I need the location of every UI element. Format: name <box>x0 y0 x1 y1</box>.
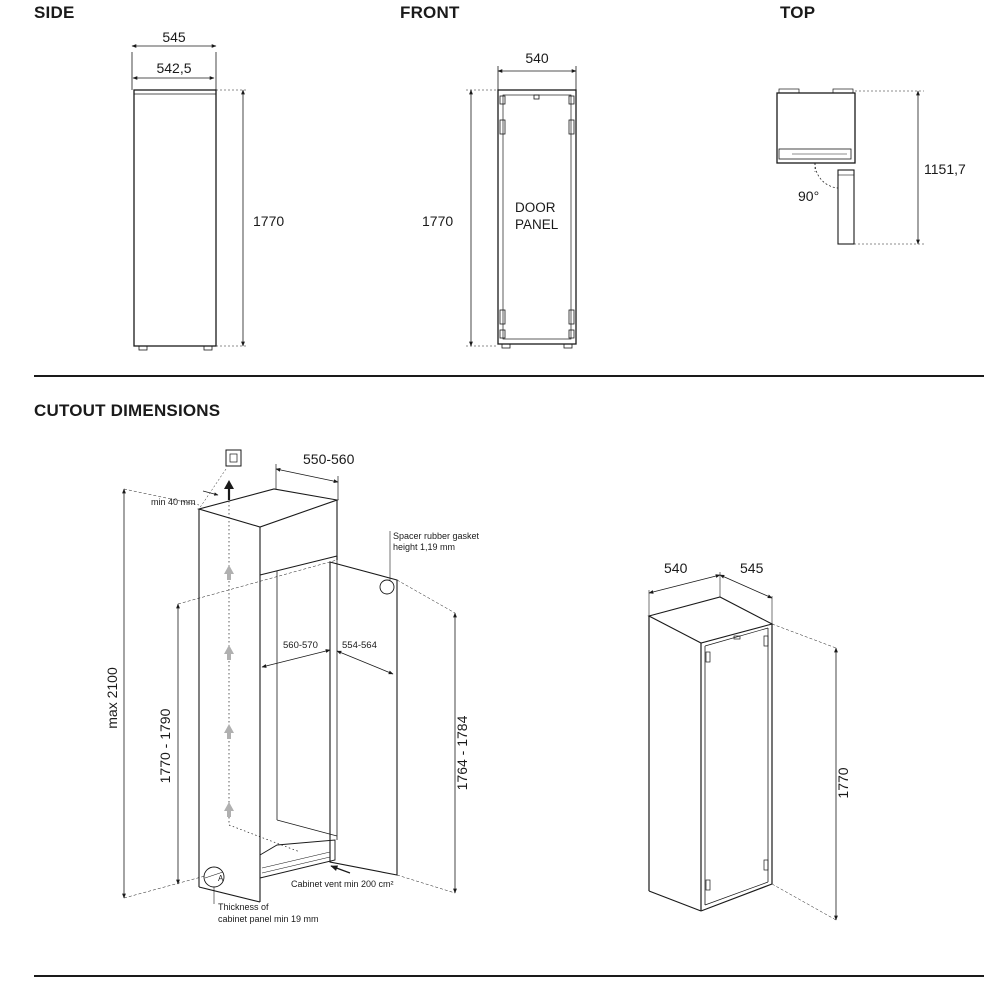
inner-width-label: 560-570 <box>283 640 318 651</box>
top-angle-label: 90° <box>798 188 819 204</box>
appliance-height-label: 1770 <box>835 767 851 798</box>
door-height-label: 1764 - 1784 <box>454 715 470 790</box>
ventilation-arrows <box>224 565 234 817</box>
niche-depth-label: 550-560 <box>303 451 355 467</box>
front-height-label: 1770 <box>422 213 453 229</box>
door-panel-label-line1: DOOR <box>515 200 556 215</box>
max-height-label: max 2100 <box>104 667 120 729</box>
inner-depth-label: 554-564 <box>342 640 377 651</box>
side-view <box>131 44 248 351</box>
outlet-arrow-up <box>224 480 234 500</box>
front-width-label: 540 <box>525 50 549 66</box>
front-view <box>466 66 577 349</box>
top-view <box>776 88 924 245</box>
cutout-niche <box>122 449 457 904</box>
appliance-width-label: 540 <box>664 560 688 576</box>
detail-a-marker: A <box>218 874 224 883</box>
appliance-iso <box>647 572 838 921</box>
front-header: FRONT <box>400 3 460 22</box>
gasket-label-line1: Spacer rubber gasket <box>393 531 480 541</box>
section-divider-bottom <box>34 975 984 977</box>
top-header: TOP <box>780 3 816 22</box>
side-height-label: 1770 <box>253 213 284 229</box>
thickness-label-line1: Thickness of <box>218 902 269 912</box>
cutout-header: CUTOUT DIMENSIONS <box>34 401 221 420</box>
side-width-outer-label: 545 <box>162 29 186 45</box>
min-top-gap-label: min 40 mm <box>151 497 196 507</box>
top-depth-label: 1151,7 <box>924 161 966 177</box>
niche-height-label: 1770 - 1790 <box>157 708 173 783</box>
thickness-label-line2: cabinet panel min 19 mm <box>218 914 319 924</box>
side-width-inner-label: 542,5 <box>156 60 191 76</box>
vent-label: Cabinet vent min 200 cm² <box>291 879 394 889</box>
appliance-depth-label: 545 <box>740 560 764 576</box>
section-divider-top <box>34 375 984 377</box>
gasket-label-line2: height 1,19 mm <box>393 542 455 552</box>
side-header: SIDE <box>34 3 75 22</box>
door-panel-label-line2: PANEL <box>515 217 559 232</box>
